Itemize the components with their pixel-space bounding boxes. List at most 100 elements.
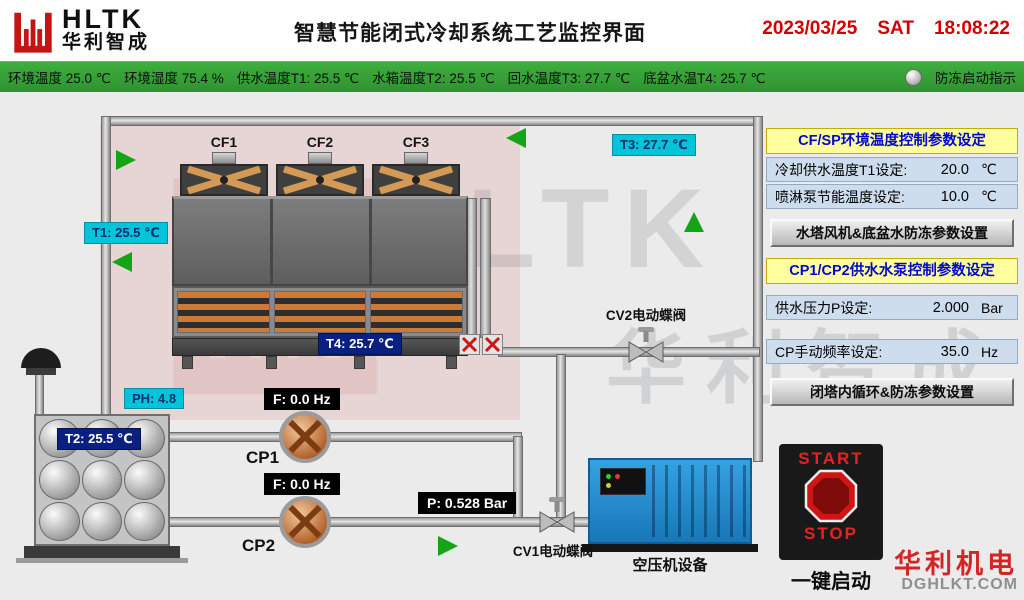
frost-fan-icon <box>459 334 480 355</box>
setting-frequency-label: CP手动频率设定: <box>775 343 883 360</box>
pump-cp1-icon <box>279 411 331 463</box>
weekday-text: SAT <box>877 18 914 39</box>
water-tank <box>34 414 170 546</box>
float-valve-dome-icon <box>21 348 61 368</box>
fill-slats <box>370 291 464 333</box>
fill-slats <box>273 291 367 333</box>
tank-ground <box>16 558 188 563</box>
status-env-humidity: 环境湿度 75.4 % <box>123 71 224 86</box>
flow-arrow-left-icon <box>112 252 132 272</box>
t1-temp-tag: T1: 25.5 ℃ <box>84 222 168 244</box>
panel-section1-title: CF/SP环境温度控制参数设定 <box>766 128 1018 154</box>
compressor-base <box>582 544 758 552</box>
tank-cell <box>81 460 123 500</box>
setting-frequency-value[interactable]: 35.0 <box>940 343 969 360</box>
setting-t1-value[interactable]: 20.0 <box>940 161 969 178</box>
t2-temp-tag: T2: 25.5 ℃ <box>57 428 141 450</box>
compressor-run-lamp <box>606 474 611 479</box>
tower-side-pipe <box>480 198 491 338</box>
setting-pressure-unit: Bar <box>981 299 1003 316</box>
t3-temp-tag: T3: 27.7 ℃ <box>612 134 696 156</box>
compressor-fault-lamp <box>615 474 620 479</box>
valve-cv1-icon <box>537 495 577 538</box>
cp1-frequency-tag: F: 0.0 Hz <box>264 388 340 410</box>
t4-temp-tag: T4: 25.7 ℃ <box>318 333 402 355</box>
setting-row-pressure: 供水压力P设定: 2.000 Bar <box>766 295 1018 320</box>
flow-arrow-left-icon <box>506 128 526 148</box>
setting-spray-value[interactable]: 10.0 <box>940 188 969 205</box>
logo-chinese: 华利智成 <box>62 32 151 54</box>
setting-pressure-label: 供水压力P设定: <box>775 299 873 316</box>
fan-motor <box>212 152 236 164</box>
tank-cell <box>39 460 80 500</box>
stop-octagon-button[interactable] <box>804 469 858 523</box>
ph-tag: PH: 4.8 <box>124 388 185 409</box>
setting-spray-unit: ℃ <box>981 188 997 204</box>
tank-cell <box>124 460 165 500</box>
status-frost-label: 防冻启动指示 <box>935 71 1016 86</box>
status-tank-t2: 水箱温度T2: 25.5 ℃ <box>372 71 495 86</box>
status-env-temp: 环境温度 25.0 ℃ <box>8 71 111 86</box>
tank-cell <box>81 501 123 541</box>
datetime: 2023/03/25 SAT 18:08:22 <box>762 18 1010 40</box>
fan-motor <box>308 152 332 164</box>
pump-cp2-label: CP2 <box>242 536 276 555</box>
start-label: START <box>798 449 864 468</box>
status-basin-t4: 底盆水温T4: 25.7 ℃ <box>643 71 766 86</box>
air-compressor <box>588 458 752 544</box>
setting-row-frequency: CP手动频率设定: 35.0 Hz <box>766 339 1018 364</box>
compressor-warn-lamp <box>606 483 611 488</box>
logo-latin: HLTK <box>62 4 144 34</box>
fill-slats <box>177 291 270 333</box>
compressor-grille <box>652 465 746 537</box>
status-supply-t1: 供水温度T1: 25.5 ℃ <box>236 71 360 86</box>
setting-spray-label: 喷淋泵节能温度设定: <box>775 188 905 205</box>
fan-motor <box>404 152 428 164</box>
status-return-t3: 回水温度T3: 27.7 ℃ <box>507 71 631 86</box>
cooling-tower-body <box>172 196 468 286</box>
fan-cf1-label: CF1 <box>210 134 238 150</box>
compressor-control-panel <box>600 468 646 495</box>
tank-base <box>24 546 180 558</box>
start-stop-block: START STOP <box>779 444 883 560</box>
tower-leg <box>354 356 365 369</box>
stop-label: STOP <box>804 524 858 543</box>
fan-cf3-label: CF3 <box>402 134 430 150</box>
status-bar: 环境温度 25.0 ℃ 环境湿度 75.4 % 供水温度T1: 25.5 ℃ 水… <box>0 62 1024 92</box>
fan-frost-params-button[interactable]: 水塔风机&底盆水防冻参数设置 <box>770 219 1014 247</box>
setting-row-spray: 喷淋泵节能温度设定: 10.0 ℃ <box>766 184 1018 209</box>
logo-text: HLTK 华利智成 <box>62 5 150 53</box>
header: HLTK 华利智成 智慧节能闭式冷却系统工艺监控界面 2023/03/25 SA… <box>0 0 1024 62</box>
pipe-cp2-line <box>168 517 592 527</box>
frost-indicator-lamp <box>905 68 922 86</box>
compressor-label: 空压机设备 <box>632 557 708 574</box>
brand-text: 华利机电 <box>894 549 1018 579</box>
float-valve-base <box>26 368 56 375</box>
fan-cf1-icon <box>180 164 268 196</box>
cp2-frequency-tag: F: 0.0 Hz <box>264 473 340 495</box>
site-text: DGHLKT.COM <box>901 576 1018 593</box>
pipe-top-header <box>103 116 763 126</box>
valve-cv1-label: CV1电动蝶阀 <box>512 544 594 559</box>
fan-cf3-icon <box>372 164 460 196</box>
hltk-logo-icon <box>14 12 52 53</box>
setting-pressure-value[interactable]: 2.000 <box>932 299 969 316</box>
pipe-left-riser <box>101 116 111 422</box>
frost-fan-icon <box>482 334 503 355</box>
setting-t1-unit: ℃ <box>981 161 997 177</box>
panel-section2-title: CP1/CP2供水水泵控制参数设定 <box>766 258 1018 284</box>
valve-cv2-icon <box>626 325 666 368</box>
tower-leg <box>446 356 457 369</box>
tower-leg <box>182 356 193 369</box>
loop-frost-params-button[interactable]: 闭塔内循环&防冻参数设置 <box>770 378 1014 406</box>
setting-row-t1: 冷却供水温度T1设定: 20.0 ℃ <box>766 157 1018 182</box>
time-text: 18:08:22 <box>933 18 1010 39</box>
flow-arrow-right-icon <box>438 536 458 556</box>
setting-frequency-unit: Hz <box>981 343 999 360</box>
one-key-start-button[interactable]: 一键启动 <box>791 571 871 593</box>
pipe-right-riser <box>753 116 763 462</box>
page-title: 智慧节能闭式冷却系统工艺监控界面 <box>294 22 646 45</box>
pipe-float-valve-stem <box>35 368 44 420</box>
process-diagram: HLTK 华利智成 CF1 CF2 CF3 <box>0 92 1024 600</box>
